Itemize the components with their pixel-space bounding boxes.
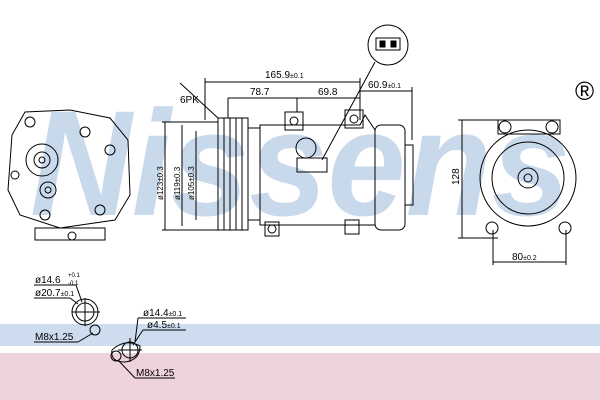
discharge-port-detail	[110, 317, 186, 379]
connector-detail	[367, 24, 409, 66]
registered-mark: ®	[575, 76, 594, 106]
nissens-watermark: Nissens ®	[30, 76, 594, 247]
dim-mount-b: 69.8	[318, 87, 338, 98]
suction-bore-tol-minus: -0.1	[68, 281, 79, 287]
dim-mount-a: 78.7	[250, 87, 270, 98]
suction-outer: ø20.7±0.1	[35, 288, 74, 299]
front-view	[7, 109, 131, 241]
discharge-thread: M8x1.25	[136, 368, 175, 379]
side-view	[217, 109, 414, 237]
suction-thread: M8x1.25	[35, 332, 74, 343]
dim-rear-width: 80±0.2	[512, 252, 537, 263]
dim-pulley-d3: ø105±0.3	[187, 166, 196, 200]
pink-band	[0, 353, 600, 400]
suction-bore: ø14.6	[35, 275, 61, 286]
dim-belt: 6PK	[180, 95, 199, 106]
suction-port-detail	[34, 284, 101, 343]
discharge-bore: ø14.4±0.1	[143, 308, 182, 319]
discharge-inner: ø4.5±0.1	[147, 320, 181, 331]
dim-height: 128	[451, 168, 462, 185]
dim-pulley-d2: ø119±0.3	[173, 166, 182, 200]
watermark-text: Nissens	[30, 79, 570, 247]
dim-pulley-d1: ø123±0.3	[156, 166, 165, 200]
dim-overall-length: 165.9±0.1	[265, 70, 304, 81]
suction-bore-tol-plus: +0.1	[68, 273, 81, 279]
rear-view	[479, 119, 577, 235]
dim-rear-offset: 60.9±0.1	[368, 80, 401, 91]
